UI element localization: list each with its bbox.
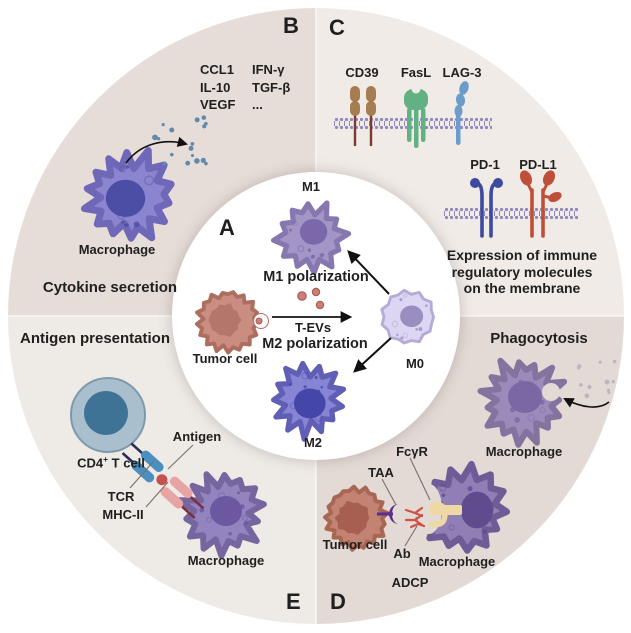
antigen-icon [156, 474, 168, 486]
m0-macrophage-cell [380, 288, 435, 345]
macrophage-label-b: Macrophage [78, 242, 156, 257]
taa-icon [377, 504, 399, 524]
cytokine-tgfb: TGF-β [252, 79, 291, 95]
m2-macrophage-cell [271, 360, 347, 442]
panel-letter-e: E [286, 589, 301, 614]
phagocytosis-title: Phagocytosis [490, 330, 588, 347]
m1-polarization-arrow [347, 250, 390, 295]
tev-dots [297, 287, 325, 310]
adcp-macrophage-concavity [416, 484, 442, 534]
mhc-ii-icon [169, 476, 193, 499]
tcr-icon [140, 450, 164, 472]
tevs-label: T-EVs [294, 320, 332, 335]
macrophage-cell-adcp [415, 460, 511, 554]
phagocytosis-notch [542, 383, 560, 401]
cytokine-list-col1: CCL1 IL-10 VEGF [200, 61, 235, 114]
macrophage-label-e: Macrophage [187, 553, 265, 568]
tcr-mhc-complex [121, 442, 205, 519]
tumor-cell-adcp [322, 484, 390, 552]
macrophage-label-phago: Macrophage [485, 444, 563, 459]
pd1-label: PD-1 [470, 157, 500, 172]
membrane-expression-caption: Expression of immune regulatory molecule… [446, 247, 598, 296]
cytokine-ccl1: CCL1 [200, 62, 234, 77]
cd4-t-cell-label: CD4+ T cell [77, 454, 145, 471]
pdl1-label: PD-L1 [519, 157, 557, 172]
antigen-presentation-title: Antigen presentation [19, 330, 171, 347]
cytokine-list-col2: IFN-γ TGF-β ... [252, 61, 290, 114]
cytokine-ifng: IFN-γ [252, 62, 285, 77]
m1-label: M1 [301, 179, 321, 194]
cytokine-more: ... [252, 97, 263, 112]
phagocytosis-particle-dots [576, 359, 617, 399]
cd4-t-cell-nucleus [84, 391, 128, 435]
panel-letter-c: C [329, 15, 345, 40]
antigen-label: Antigen [172, 429, 222, 444]
m0-label: M0 [405, 356, 425, 371]
lag3-label: LAG-3 [442, 65, 482, 80]
cytokine-secretion-arrow [125, 136, 189, 164]
cytokine-secretion-title: Cytokine secretion [42, 279, 178, 296]
fasl-label: FasL [400, 65, 432, 80]
membrane-bilayer-top [334, 117, 492, 130]
m2-polarization-label: M2 polarization [262, 336, 368, 352]
fasl-receptor-icon [404, 84, 428, 148]
m1-macrophage-cell [271, 200, 352, 276]
antibody-icons [404, 506, 426, 529]
macrophage-cell-cytokine [80, 146, 175, 242]
cd39-label: CD39 [345, 65, 379, 80]
panel-letter-a: A [219, 215, 235, 240]
tev-budding-vesicle [253, 313, 269, 329]
ab-label: Ab [393, 546, 411, 561]
lag3-receptor-icon [454, 81, 469, 145]
taa-label: TAA [368, 465, 394, 480]
mhc-ii-label: MHC-II [102, 507, 144, 522]
tumor-cell-center [194, 290, 259, 355]
phagocytosis-arrow [563, 398, 610, 408]
m2-polarization-arrow [353, 337, 392, 373]
adcp-label: ADCP [391, 575, 429, 590]
panel-letter-d: D [330, 589, 346, 614]
cd39-receptor-icon [350, 86, 376, 146]
tumor-cell-label-d: Tumor cell [322, 537, 388, 552]
tumor-cell-label-a: Tumor cell [192, 351, 258, 366]
cytokine-vegf: VEGF [200, 97, 236, 112]
cytokine-il10: IL-10 [200, 79, 231, 95]
pointer-lines [129, 444, 431, 547]
m2-label: M2 [303, 435, 323, 450]
fcgr-label: FcγR [396, 444, 428, 459]
pd1-receptor-icon [470, 178, 503, 238]
macrophage-label-adcp: Macrophage [418, 554, 496, 569]
m1-polarization-label: M1 polarization [263, 269, 369, 285]
cytokine-dots [152, 115, 208, 166]
tcr-label: TCR [107, 489, 135, 504]
panel-letter-b: B [283, 13, 299, 38]
pdl1-receptor-icon [519, 170, 562, 238]
fcgr-icon [428, 501, 462, 528]
